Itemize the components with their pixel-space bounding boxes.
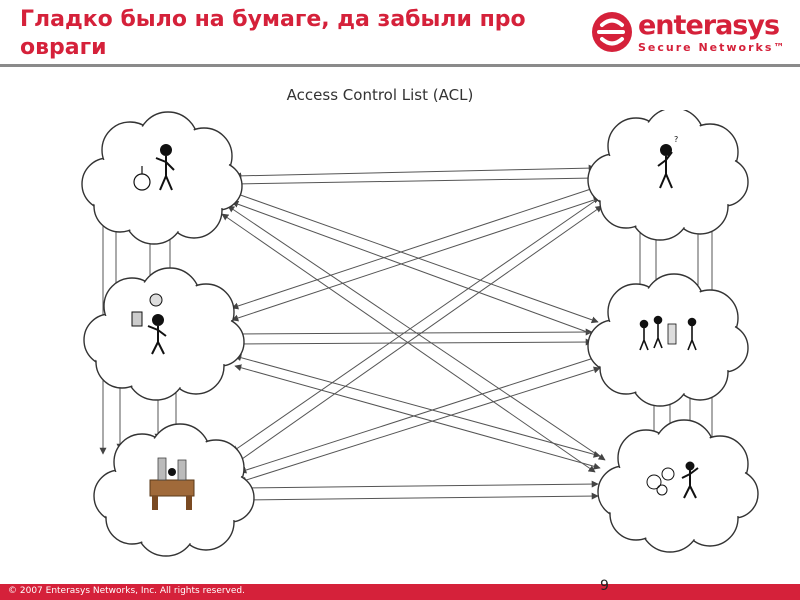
slide-title: Гладко было на бумаге, да забыли про овр… xyxy=(20,7,526,60)
cloud-left-top xyxy=(81,111,243,245)
logo-tagline: Secure Networks™ xyxy=(638,41,787,54)
people-group-icon xyxy=(639,315,697,351)
cloud-right-bottom xyxy=(597,419,759,553)
page-number: 9 xyxy=(600,578,609,594)
logo-wordmark: enterasys xyxy=(638,10,780,41)
person-gears-icon xyxy=(646,461,699,499)
copyright-text: © 2007 Enterasys Networks, Inc. All righ… xyxy=(8,586,245,596)
person-desk-icon xyxy=(149,457,195,510)
person-question-icon: ? xyxy=(657,135,678,189)
footer-bar: © 2007 Enterasys Networks, Inc. All righ… xyxy=(0,578,800,600)
header-divider xyxy=(0,64,800,67)
acl-mesh-diagram: ? xyxy=(81,110,759,557)
svg-text:?: ? xyxy=(674,135,678,144)
cloud-right-top xyxy=(587,110,749,241)
enterasys-logo: enterasys Secure Networks™ xyxy=(590,8,790,58)
person-thinking-icon xyxy=(131,293,167,355)
person-scientist-icon xyxy=(133,144,175,191)
enterasys-e-logo-icon xyxy=(592,12,632,52)
diagram-subtitle: Access Control List (ACL) xyxy=(286,86,474,104)
